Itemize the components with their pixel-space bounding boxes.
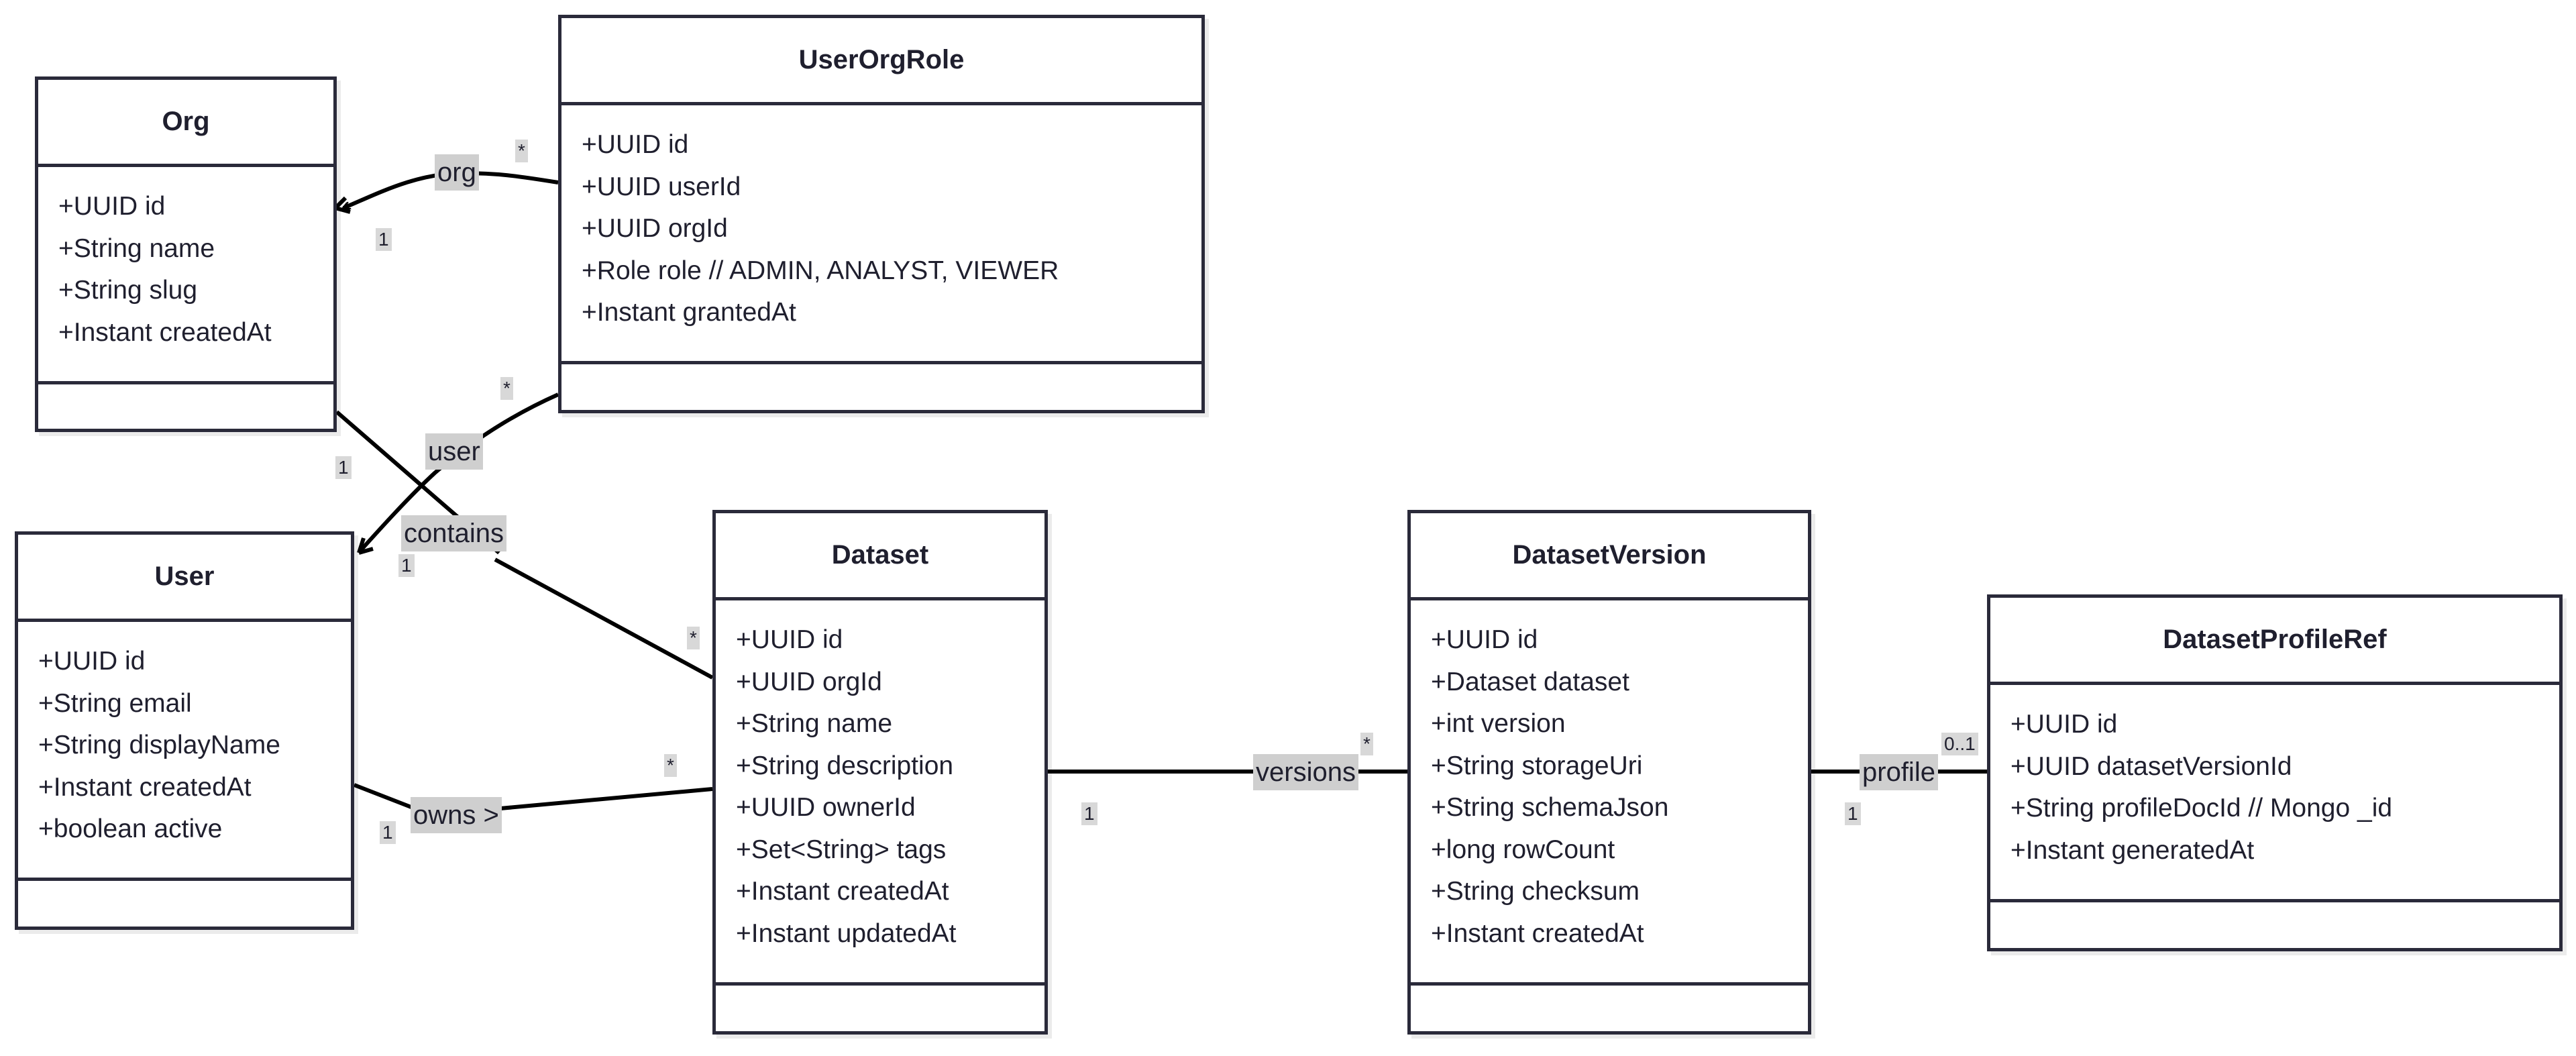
relation-label-user: user [425,433,483,470]
attribute: +Instant generatedAt [2010,835,2255,865]
multiplicity-profile-target: 0..1 [1941,733,1978,755]
attribute: +UUID id [58,192,166,221]
attribute: +String schemaJson [1431,793,1669,822]
multiplicity-versions-source: 1 [1081,802,1097,825]
multiplicity-user-target: 1 [398,554,415,577]
class-user: User +UUID id +String email +String disp… [15,531,354,930]
attribute: +String checksum [1431,877,1640,906]
attribute: +String email [38,688,192,718]
attribute: +UUID userId [582,172,741,201]
multiplicity-contains-source: 1 [335,456,352,479]
attribute: +Instant grantedAt [582,298,796,327]
class-dataset-title: Dataset [716,513,1044,600]
class-datasetversion-attributes: +UUID id +Dataset dataset +int version +… [1411,600,1808,986]
attribute: +UUID orgId [582,214,728,243]
class-org-attributes: +UUID id +String name +String slug +Inst… [38,167,333,384]
class-dataset-attributes: +UUID id +UUID orgId +String name +Strin… [716,600,1044,986]
attribute: +Dataset dataset [1431,667,1629,696]
attribute: +int version [1431,709,1566,738]
attribute: +String storageUri [1431,751,1643,780]
relation-label-owns: owns > [411,797,502,833]
attribute: +String description [736,751,954,780]
attribute: +UUID id [2010,710,2118,739]
user-relation-line [359,392,559,552]
attribute: +String displayName [38,731,280,759]
attribute: +Set<String> tags [736,835,947,864]
multiplicity-owns-target: * [664,754,677,777]
attribute: +UUID datasetVersionId [2010,751,2292,781]
owns-relation-line [353,783,713,810]
class-user-attributes: +UUID id +String email +String displayNa… [18,622,351,881]
multiplicity-user-source: * [500,377,513,400]
attribute: +UUID id [736,625,843,654]
contains-relation-line [335,410,714,680]
class-userorgrole-attributes: +UUID id +UUID userId +UUID orgId +Role … [561,105,1201,364]
multiplicity-org-target: 1 [376,228,392,251]
attribute: +String name [736,709,893,738]
attribute: +String slug [58,276,198,305]
attribute: +UUID id [582,130,689,159]
multiplicity-contains-target: * [687,627,700,649]
class-org-title: Org [38,80,333,167]
relation-label-contains: contains [401,515,506,551]
attribute: +Instant updatedAt [736,918,957,948]
attribute: +Role role // ADMIN, ANALYST, VIEWER [582,256,1059,285]
class-datasetversion: DatasetVersion +UUID id +Dataset dataset… [1407,510,1811,1035]
attribute: +Instant createdAt [736,877,949,906]
attribute: +UUID id [1431,625,1538,654]
class-datasetprofileref-title: DatasetProfileRef [1990,598,2559,685]
multiplicity-owns-source: 1 [380,821,396,844]
attribute: +long rowCount [1431,835,1615,864]
class-datasetversion-title: DatasetVersion [1411,513,1808,600]
multiplicity-org-source: * [515,140,528,162]
attribute: +Instant createdAt [58,317,272,347]
attribute: +String profileDocId // Mongo _id [2010,794,2393,823]
relation-label-profile: profile [1860,754,1938,790]
relation-label-org: org [435,154,479,191]
class-datasetprofileref-attributes: +UUID id +UUID datasetVersionId +String … [1990,685,2559,902]
attribute: +UUID id [38,647,146,676]
attribute: +Instant createdAt [38,772,252,802]
class-datasetprofileref: DatasetProfileRef +UUID id +UUID dataset… [1987,594,2563,951]
attribute: +UUID ownerId [736,793,916,822]
multiplicity-profile-source: 1 [1845,802,1861,825]
class-org: Org +UUID id +String name +String slug +… [35,76,337,432]
multiplicity-versions-target: * [1360,733,1373,755]
attribute: +String name [58,233,215,263]
class-userorgrole: UserOrgRole +UUID id +UUID userId +UUID … [558,15,1205,413]
class-dataset: Dataset +UUID id +UUID orgId +String nam… [712,510,1048,1035]
class-user-title: User [18,535,351,622]
relation-label-versions: versions [1253,754,1358,790]
attribute: +Instant createdAt [1431,918,1644,948]
attribute: +boolean active [38,814,223,843]
attribute: +UUID orgId [736,667,882,696]
class-userorgrole-title: UserOrgRole [561,18,1201,105]
